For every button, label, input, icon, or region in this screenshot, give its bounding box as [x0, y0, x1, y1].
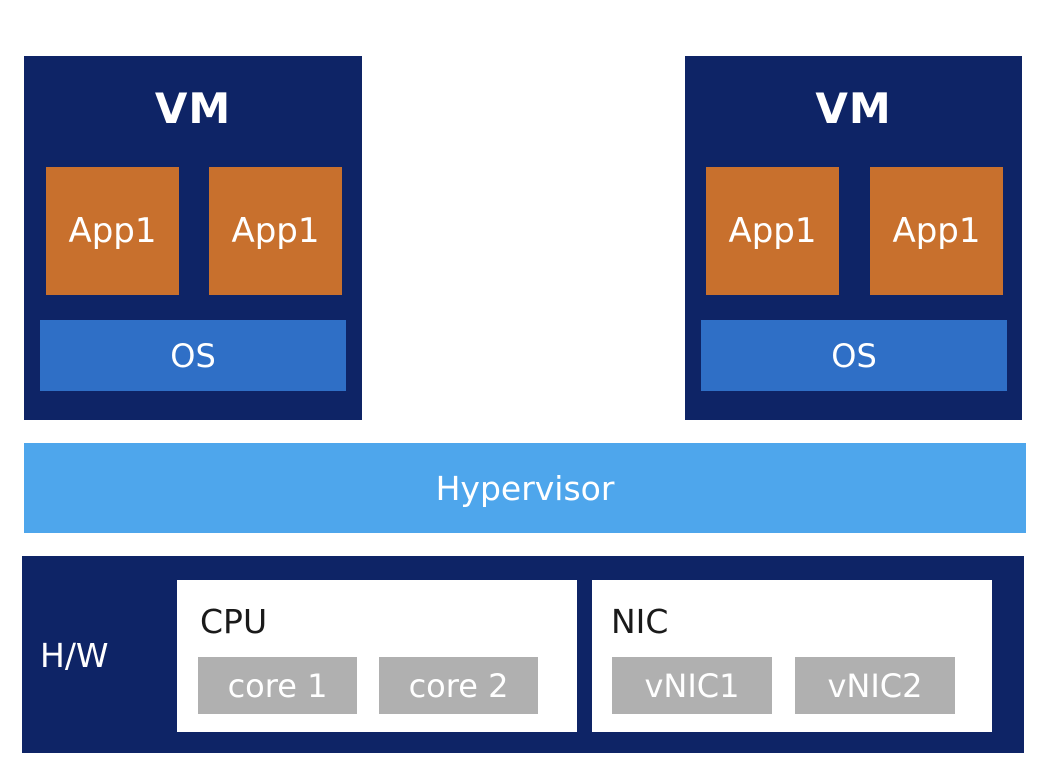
vnic-1: vNIC1	[612, 657, 772, 714]
vm-left: VM App1 App1 OS	[24, 56, 362, 420]
vm-right-app-2: App1	[870, 167, 1003, 295]
nic-box: NIC vNIC1 vNIC2	[592, 580, 992, 732]
cpu-box: CPU core 1 core 2	[177, 580, 577, 732]
hardware-label: H/W	[40, 636, 109, 675]
vm-left-app-1: App1	[46, 167, 179, 295]
vm-right: VM App1 App1 OS	[685, 56, 1022, 420]
vm-left-app-2: App1	[209, 167, 342, 295]
hypervisor-layer: Hypervisor	[24, 443, 1026, 533]
cpu-core-1: core 1	[198, 657, 357, 714]
vm-left-os: OS	[40, 320, 346, 391]
vm-right-title: VM	[815, 83, 892, 133]
vm-right-os: OS	[701, 320, 1007, 391]
hardware-layer: H/W CPU core 1 core 2 NIC vNIC1 vNIC2	[22, 556, 1024, 753]
cpu-title: CPU	[200, 602, 268, 641]
vm-left-title: VM	[154, 83, 232, 133]
vm-right-app-1: App1	[706, 167, 839, 295]
vnic-2: vNIC2	[795, 657, 955, 714]
nic-title: NIC	[611, 602, 669, 641]
cpu-core-2: core 2	[379, 657, 538, 714]
